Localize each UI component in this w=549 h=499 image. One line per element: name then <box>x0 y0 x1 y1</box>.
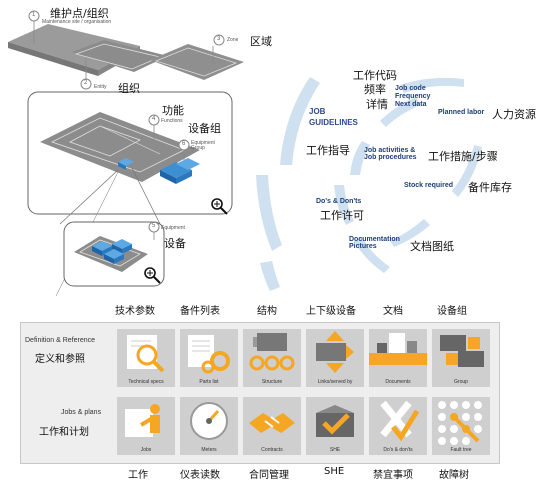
group-icon <box>440 335 484 367</box>
row2-label-cn: 工作和计划 <box>39 427 89 438</box>
entity-number: 2 <box>84 80 88 86</box>
equipment-label-cn: 设备 <box>164 237 186 250</box>
group-label-en: Equipment Group <box>191 140 215 151</box>
zone-number: 3 <box>217 36 221 42</box>
footer-she: SHE <box>324 466 345 477</box>
cell-dos-donts[interactable]: Do's & don'ts <box>369 397 427 455</box>
row2-label-en: Jobs & plans <box>61 409 102 416</box>
dos-donts-en: Do's & Don'ts <box>316 198 362 205</box>
dos-donts-icon <box>380 400 420 442</box>
cell-label: Jobs <box>140 447 152 453</box>
functions-number: 4 <box>152 116 156 122</box>
technical-specs-icon <box>127 335 165 373</box>
cell-label: Technical specs <box>128 379 164 385</box>
footer-dos-donts: 禁宜事项 <box>373 470 413 481</box>
documentation-en: Documentation Pictures <box>349 236 400 250</box>
equipment-number: 5 <box>152 223 156 229</box>
entity-label-en: Entity <box>94 84 107 90</box>
footer-meters: 仪表读数 <box>180 470 220 481</box>
documents-icon <box>369 333 427 365</box>
fault-tree-icon <box>438 401 482 445</box>
planned-labor-en: Planned labor <box>438 109 485 116</box>
jobs-icon <box>125 404 160 437</box>
cell-technical-specs[interactable]: Technical specs <box>117 329 175 387</box>
equipment-label-en: Equipment <box>161 225 185 231</box>
footer-fault-tree: 故障树 <box>439 470 469 481</box>
job-guidelines-arc-diagram <box>256 77 482 291</box>
group-number: 6 <box>182 141 186 147</box>
zone-label-cn: 区域 <box>250 35 272 48</box>
row1-label-cn: 定义和参照 <box>35 354 85 365</box>
header-technical-specs: 技术参数 <box>115 306 155 317</box>
stock-required-cn: 备件库存 <box>468 181 512 194</box>
group-label-cn: 设备组 <box>188 122 221 135</box>
meters-icon <box>190 402 228 440</box>
cell-parts-list[interactable]: Parts list <box>180 329 238 387</box>
job-guidelines-en: JOB GUIDELINES <box>309 107 358 127</box>
job-code-cn: 工作代码 <box>353 69 397 82</box>
next-data-cn: 详情 <box>366 98 388 111</box>
cell-label: Group <box>454 379 468 385</box>
functions-label-cn: 功能 <box>162 104 184 117</box>
cell-label: Links/served by <box>317 379 353 385</box>
cell-label: Contracts <box>261 447 283 453</box>
cell-she[interactable]: SHE <box>306 397 364 455</box>
hierarchy-diagram <box>8 20 244 297</box>
cell-group[interactable]: Group <box>432 329 490 387</box>
cell-label: Parts list <box>199 379 219 385</box>
structure-icon <box>249 333 295 371</box>
footer-contracts: 合同管理 <box>249 470 289 481</box>
footer-jobs: 工作 <box>128 470 148 481</box>
cell-label: Documents <box>385 379 411 385</box>
handshake-icon <box>249 413 295 433</box>
cell-label: Do's & don'ts <box>383 447 413 453</box>
cell-jobs[interactable]: Jobs <box>117 397 175 455</box>
job-code-en: Job code <box>395 85 426 92</box>
site-label-en: Maintenance site / organisation <box>42 19 112 25</box>
top-header-row: 技术参数 备件列表 结构 上下级设备 文档 设备组 <box>0 302 549 318</box>
header-documents: 文档 <box>383 306 403 317</box>
she-box-icon <box>316 405 354 437</box>
cell-links-served-by[interactable]: Links/served by <box>306 329 364 387</box>
bottom-header-row: 工作 仪表读数 合同管理 SHE 禁宜事项 故障树 <box>0 466 549 482</box>
cell-label: Fault tree <box>450 447 472 453</box>
stock-required-en: Stock required <box>404 182 454 189</box>
entity-label-cn: 组织 <box>118 82 140 95</box>
header-structure: 结构 <box>257 306 277 317</box>
zone-label-en: Zone <box>227 37 239 43</box>
site-label-cn: 维护点/组织 <box>50 7 109 20</box>
frequency-cn: 频率 <box>364 83 386 96</box>
functions-label-en: Functions <box>161 118 183 124</box>
cell-fault-tree[interactable]: Fault tree <box>432 397 490 455</box>
cell-label: Meters <box>201 447 217 453</box>
definition-jobs-grid: Definition & Reference 定义和参照 Jobs & plan… <box>20 322 500 464</box>
cell-structure[interactable]: Structure <box>243 329 301 387</box>
job-activities-en: Job activities & Job procedures <box>364 147 417 161</box>
job-guidelines-cn: 工作指导 <box>306 144 350 157</box>
row1-label-en: Definition & Reference <box>25 337 96 344</box>
parts-list-icon <box>188 335 230 374</box>
job-activities-cn: 工作措施/步骤 <box>428 150 498 163</box>
number-markers <box>28 10 225 233</box>
header-parts-list: 备件列表 <box>180 306 220 317</box>
planned-labor-cn: 人力资源 <box>492 108 536 121</box>
cell-meters[interactable]: Meters <box>180 397 238 455</box>
links-icon <box>316 331 354 373</box>
cell-contracts[interactable]: Contracts <box>243 397 301 455</box>
header-group: 设备组 <box>437 306 467 317</box>
documentation-cn: 文档图纸 <box>410 240 454 253</box>
cell-label: SHE <box>329 447 341 453</box>
frequency-en: Frequency <box>395 93 431 100</box>
cell-documents[interactable]: Documents <box>369 329 427 387</box>
next-data-en: Next data <box>395 101 427 108</box>
dos-donts-cn: 工作许可 <box>320 209 364 222</box>
header-links: 上下级设备 <box>306 306 356 317</box>
site-number: 1 <box>32 12 36 18</box>
cell-label: Structure <box>261 379 283 385</box>
